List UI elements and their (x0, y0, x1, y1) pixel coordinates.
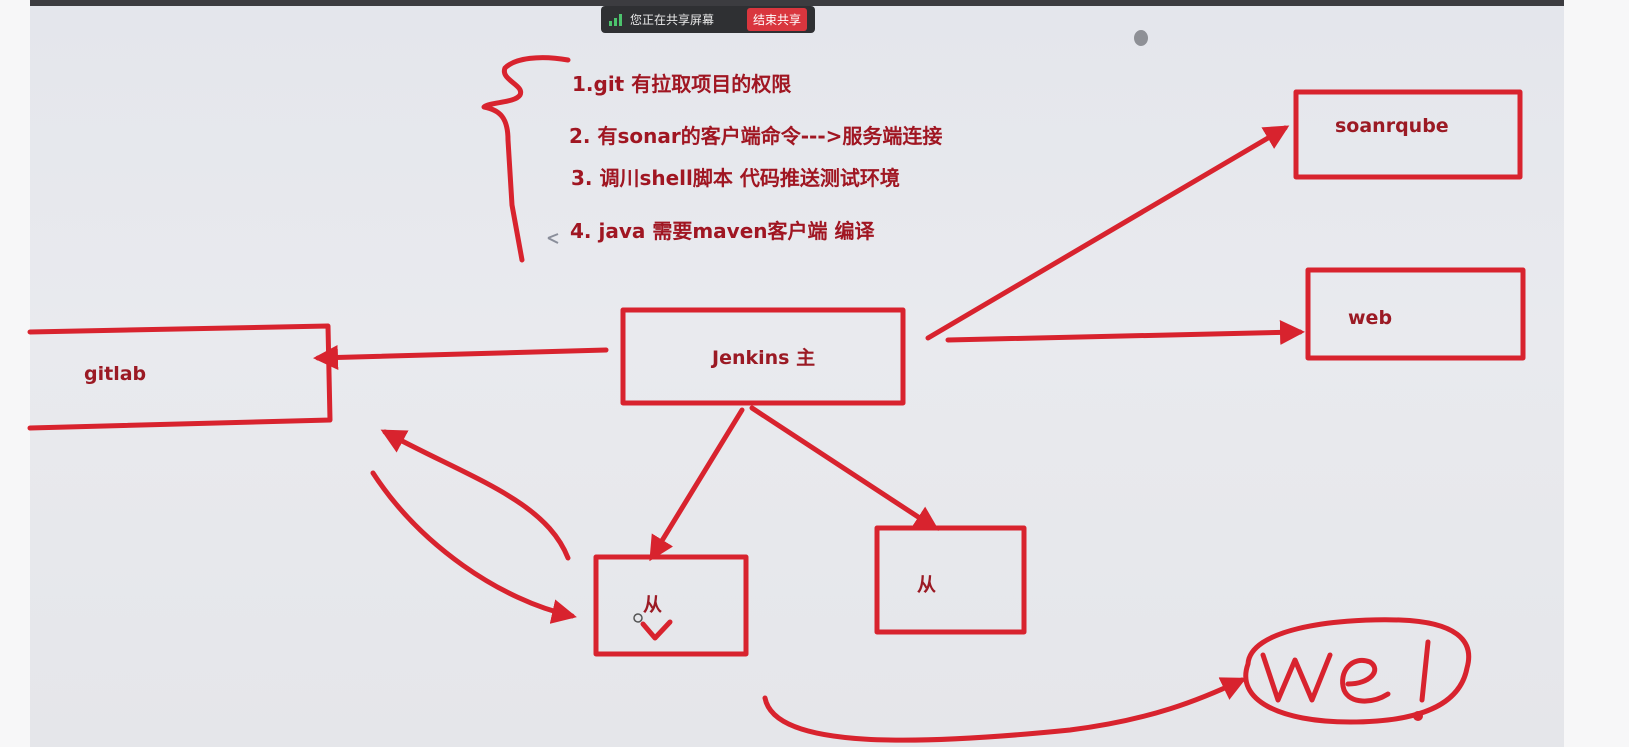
sonarqube-label: soanrqube (1335, 115, 1449, 137)
sonarqube-box (1293, 89, 1523, 180)
handwriting-dot (1413, 711, 1423, 721)
gitlab-label: gitlab (84, 363, 147, 385)
handwriting-ellipse (1243, 617, 1472, 725)
camera-dot (1134, 30, 1148, 46)
gitlab-box (27, 323, 333, 431)
arrow-slave-to-gitlab (380, 429, 571, 561)
web-box (1305, 267, 1526, 361)
screen-share-bar: 您正在共享屏幕 结束共享 (601, 6, 815, 33)
whiteboard-canvas (30, 0, 1564, 747)
jenkins-label: Jenkins 主 (712, 347, 816, 369)
slave-left-label: 从 (643, 594, 663, 616)
sharing-status-text: 您正在共享屏幕 (630, 13, 715, 27)
arrow-jenkins-to-web (945, 319, 1305, 345)
slave-right-box (874, 525, 1027, 635)
top-edge (30, 0, 1564, 6)
left-margin (0, 0, 30, 747)
signal-icon (609, 13, 622, 26)
jenkins-box (620, 307, 906, 406)
slave-right-label: 从 (917, 574, 937, 596)
right-margin (1564, 0, 1629, 747)
arrow-jenkins-to-slave-left (649, 407, 745, 562)
notes-bracket (481, 55, 571, 263)
handwriting-e (1340, 657, 1391, 704)
arrow-gitlab-to-slave (370, 470, 577, 624)
cursor-ring (633, 613, 643, 623)
arrow-bottom-curve (762, 677, 1247, 743)
slave-left-box (593, 554, 749, 657)
handwriting-W (1260, 652, 1333, 703)
note-3: 3. 调川shell脚本 代码推送测试环境 (571, 166, 900, 190)
arrow-jenkins-to-sonarqube (925, 125, 1290, 341)
note-4: 4. java 需要maven客户端 编译 (570, 219, 875, 243)
end-share-button[interactable]: 结束共享 (746, 8, 807, 31)
check-mark (640, 619, 673, 641)
web-label: web (1348, 307, 1393, 329)
note-1: 1.git 有拉取项目的权限 (572, 72, 792, 96)
arrow-jenkins-to-slave-right (749, 405, 940, 531)
note-2: 2. 有sonar的客户端命令--->服务端连接 (569, 124, 943, 148)
arrow-jenkins-to-gitlab (313, 344, 609, 370)
arrow-doodle (547, 233, 559, 244)
handwriting-l (1419, 639, 1431, 703)
